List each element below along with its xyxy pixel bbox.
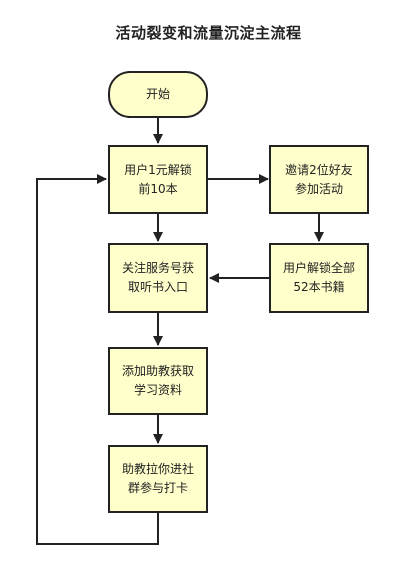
diagram-title: 活动裂变和流量沉淀主流程 [115,24,302,42]
unlock-all-node: 用户解锁全部 52本书籍 [269,243,369,313]
invite-friends-node: 邀请2位好友 参加活动 [269,145,369,214]
start-node: 开始 [108,71,208,118]
follow-account-node: 关注服务号获 取听书入口 [108,243,208,313]
join-group-node: 助教拉你进社 群参与打卡 [108,445,208,513]
arrow-group-loop-back [36,174,159,545]
add-assistant-node: 添加助教获取 学习资料 [108,347,208,415]
unlock-first-node: 用户1元解锁 前10本 [108,145,208,214]
